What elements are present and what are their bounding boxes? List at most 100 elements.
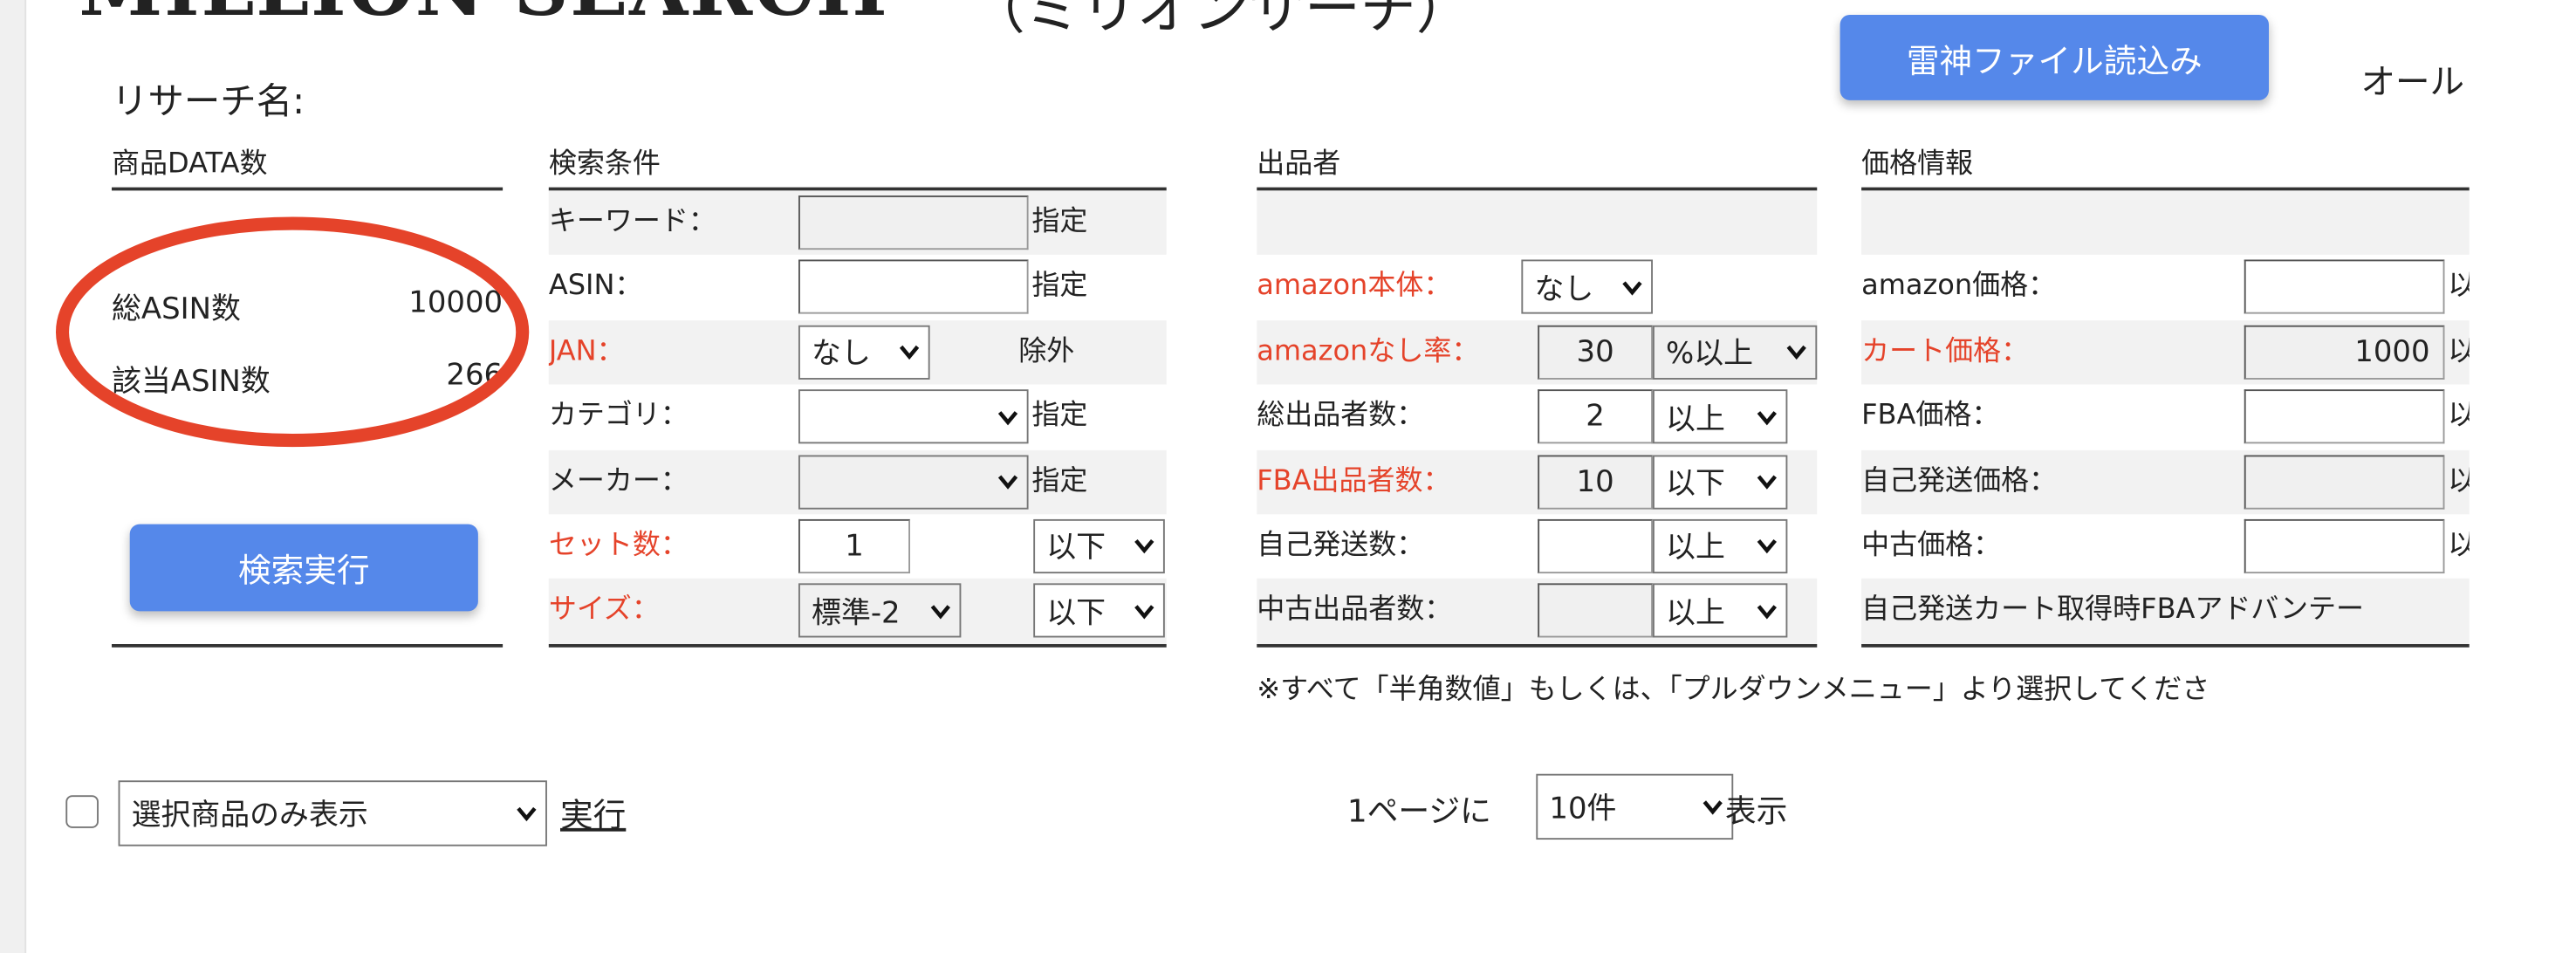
search-condition-select[interactable]: なし — [798, 325, 930, 380]
search-condition-select-value: 標準-2 — [812, 596, 901, 631]
price-row: amazon価格： 以 — [1861, 256, 2470, 320]
search-condition-row: セット数： 以下 — [549, 514, 1167, 579]
left-edge-strip — [0, 0, 27, 953]
app-title-kana: （ミリオンサーチ） — [969, 0, 1472, 43]
seller-condition-select[interactable]: %以上 — [1652, 325, 1818, 380]
search-condition-row-label: JAN： — [548, 334, 625, 368]
raijin-file-load-button[interactable]: 雷神ファイル読込み — [1840, 14, 2270, 100]
per-page-prefix: 1ページに — [1346, 793, 1491, 830]
seller-condition-select[interactable]: 以上 — [1652, 518, 1788, 573]
price-row: カート価格：以 — [1861, 319, 2470, 385]
seller-condition-select[interactable]: 以下 — [1652, 454, 1788, 509]
price-row: 自己発送価格：以 — [1861, 449, 2470, 515]
per-page-value: 10件 — [1549, 792, 1617, 826]
total-asin-stat: 総ASIN数 10000 — [112, 286, 503, 329]
chevron-down-icon — [997, 410, 1018, 425]
search-condition-select[interactable] — [798, 389, 1029, 444]
search-condition-condition-select[interactable]: 以下 — [1033, 584, 1165, 639]
seller-input[interactable] — [1538, 584, 1653, 639]
chevron-down-icon — [930, 604, 950, 620]
search-condition-condition-select-value: 以下 — [1046, 596, 1106, 631]
search-condition-row-label: ASIN： — [548, 270, 643, 304]
seller-row — [1257, 190, 1818, 256]
chevron-down-icon — [899, 346, 920, 360]
price-info-rows: amazon価格：以カート価格：以FBA価格：以自己発送価格：以中古価格：以自己… — [1861, 190, 2470, 648]
price-input[interactable] — [2244, 518, 2445, 573]
price-row-suffix: 以 — [2448, 449, 2469, 513]
seller-select[interactable]: なし — [1521, 260, 1653, 315]
sellers-heading: 出品者 — [1257, 145, 1818, 191]
search-condition-row-label: キーワード： — [548, 205, 716, 238]
seller-condition-select-value: 以上 — [1666, 401, 1725, 437]
price-row-suffix: 以 — [2448, 320, 2469, 384]
search-condition-row-label: カテゴリ： — [548, 399, 689, 433]
seller-row-label: amazonなし率： — [1257, 334, 1480, 368]
bulk-action-select[interactable]: 選択商品のみ表示 — [118, 780, 547, 847]
price-row: FBA価格： 以 — [1861, 385, 2470, 449]
search-condition-input[interactable] — [798, 518, 911, 573]
search-condition-condition-select[interactable]: 以下 — [1033, 518, 1165, 573]
price-row-suffix: 以 — [2448, 256, 2469, 319]
seller-condition-select-value: 以上 — [1666, 531, 1725, 566]
per-page-suffix: 表示 — [1724, 793, 1788, 830]
seller-row-label: FBA出品者数： — [1257, 463, 1451, 497]
app-title: MILLION SEARCH — [79, 0, 888, 33]
select-all-checkbox[interactable] — [65, 795, 99, 828]
seller-input[interactable] — [1538, 518, 1653, 573]
seller-condition-select[interactable]: 以上 — [1652, 584, 1788, 639]
search-condition-row-label: セット数： — [548, 529, 689, 562]
price-input[interactable] — [2244, 454, 2445, 509]
seller-input[interactable] — [1538, 325, 1653, 380]
chevron-down-icon — [1622, 281, 1642, 296]
chevron-down-icon — [1757, 539, 1777, 555]
per-page-select[interactable]: 10件 — [1536, 773, 1734, 840]
seller-row: 自己発送数：以上 — [1257, 514, 1817, 579]
chevron-down-icon — [517, 806, 537, 822]
search-condition-input[interactable] — [798, 260, 1029, 315]
seller-row-label: amazon本体： — [1257, 270, 1452, 304]
seller-condition-select-value: 以下 — [1666, 466, 1725, 502]
chevron-down-icon — [1757, 410, 1777, 425]
product-data-panel: 商品DATA数 — [112, 145, 504, 191]
search-condition-row-suffix: 指定 — [1031, 399, 1088, 433]
chevron-down-icon — [1757, 604, 1777, 620]
chevron-down-icon — [1134, 604, 1154, 620]
price-row-label: 中古価格： — [1861, 529, 2002, 562]
price-row-suffix: 以 — [2448, 385, 2469, 449]
price-row-label: FBA価格： — [1861, 399, 2000, 433]
price-input[interactable] — [2244, 260, 2445, 315]
search-condition-select[interactable] — [798, 454, 1029, 509]
price-row-label: amazon価格： — [1861, 270, 2057, 304]
search-condition-row: ASIN：指定 — [549, 256, 1167, 320]
execute-link[interactable]: 実行 — [560, 795, 627, 835]
seller-input[interactable] — [1538, 454, 1653, 509]
red-circle-annotation — [56, 216, 530, 448]
price-row: 中古価格：以 — [1861, 514, 2470, 579]
chevron-down-icon — [1786, 346, 1806, 360]
search-condition-select-value: なし — [812, 337, 871, 373]
seller-row: 総出品者数： 以上 — [1257, 385, 1817, 449]
all-label: オール — [2360, 62, 2465, 102]
total-asin-value: 10000 — [408, 285, 504, 321]
seller-input[interactable] — [1538, 389, 1653, 444]
product-data-heading: 商品DATA数 — [112, 145, 504, 191]
price-info-heading: 価格情報 — [1861, 145, 2470, 191]
search-execute-button[interactable]: 検索実行 — [129, 524, 478, 612]
search-condition-select[interactable]: 標準-2 — [798, 584, 962, 639]
seller-condition-select[interactable]: 以上 — [1652, 389, 1788, 444]
search-condition-row-suffix: 指定 — [1031, 463, 1088, 497]
chevron-down-icon — [1134, 539, 1154, 555]
matched-asin-stat: 該当ASIN数 266 — [112, 358, 503, 401]
search-condition-input[interactable] — [798, 195, 1029, 250]
bulk-action-value: 選択商品のみ表示 — [131, 798, 368, 833]
price-input[interactable] — [2244, 325, 2445, 380]
price-input[interactable] — [2244, 389, 2445, 444]
divider — [112, 644, 504, 648]
seller-row-label: 総出品者数： — [1257, 399, 1425, 433]
search-condition-condition-select-value: 以下 — [1046, 531, 1106, 566]
search-condition-row: キーワード：指定 — [548, 190, 1167, 256]
